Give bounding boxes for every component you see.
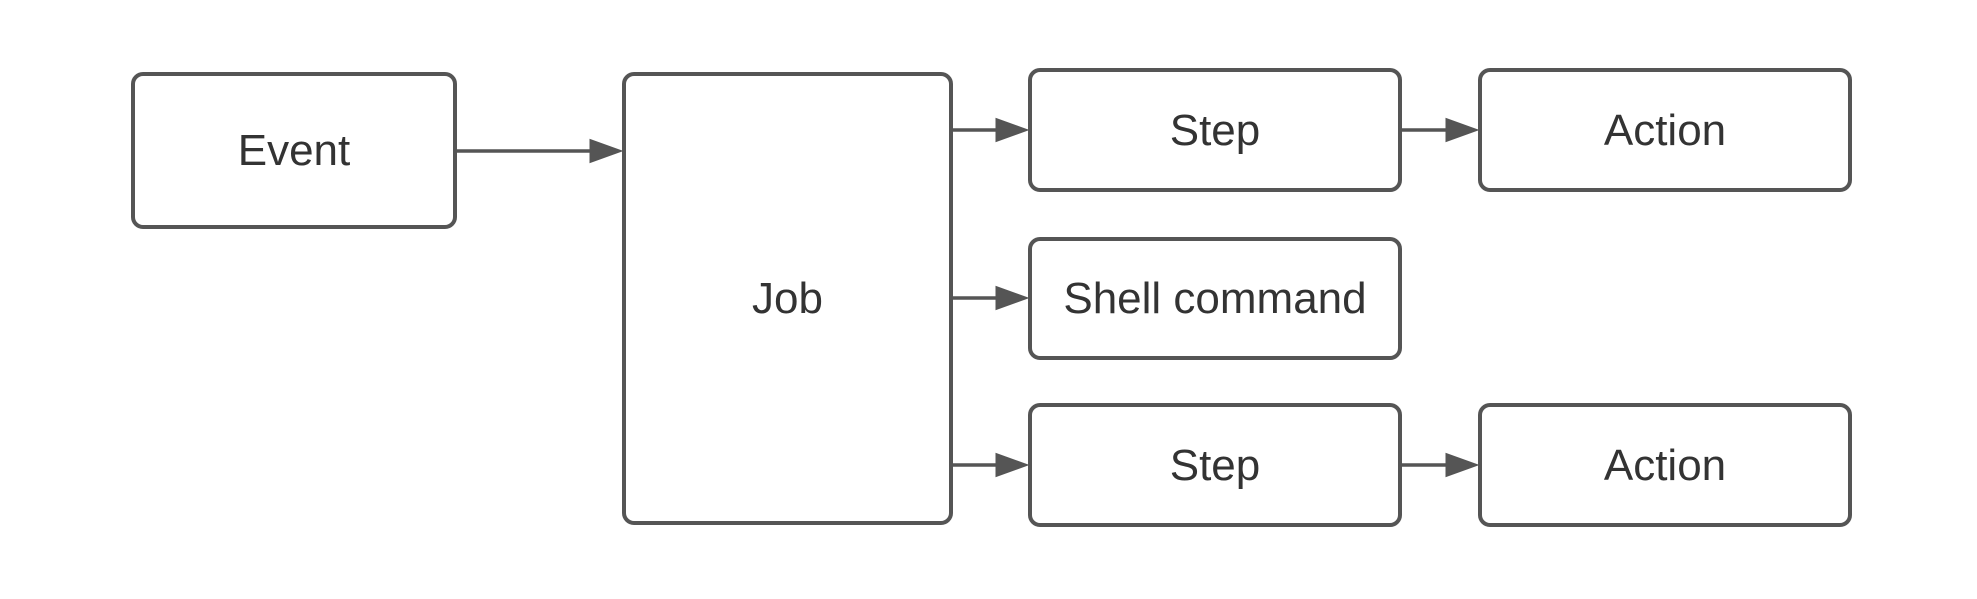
node-event: Event xyxy=(131,72,457,229)
node-step-1-label: Step xyxy=(1169,105,1261,155)
node-action-1: Action xyxy=(1478,68,1852,192)
node-action-2-label: Action xyxy=(1603,440,1727,490)
arrow-step-1-to-action-1 xyxy=(1402,117,1480,143)
node-job: Job xyxy=(622,72,953,525)
node-step-2-label: Step xyxy=(1169,440,1261,490)
arrow-job-to-step-2 xyxy=(953,452,1030,478)
node-step-1: Step xyxy=(1028,68,1402,192)
arrow-job-to-step-1 xyxy=(953,117,1030,143)
node-shell-command-label: Shell command xyxy=(1063,274,1367,323)
node-shell-command: Shell command xyxy=(1028,237,1402,360)
node-event-label: Event xyxy=(237,126,351,175)
arrow-job-to-shell-command xyxy=(953,285,1030,311)
node-step-2: Step xyxy=(1028,403,1402,527)
arrow-event-to-job xyxy=(457,138,624,164)
node-action-1-label: Action xyxy=(1603,105,1727,155)
arrow-step-2-to-action-2 xyxy=(1402,452,1480,478)
node-job-label: Job xyxy=(752,274,823,323)
node-action-2: Action xyxy=(1478,403,1852,527)
